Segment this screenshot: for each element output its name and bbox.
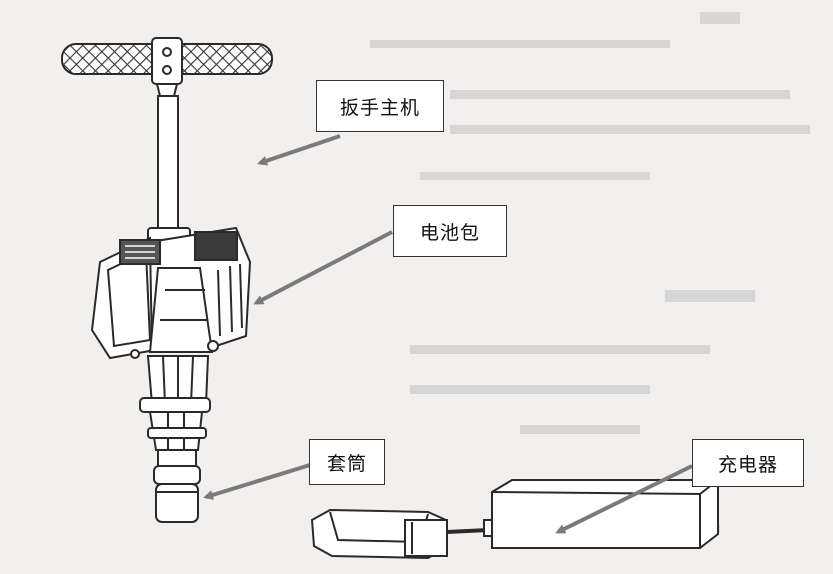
arrow-socket [203,463,311,500]
socket-label: 套筒 [309,439,385,485]
wrench-host-label: 扳手主机 [316,80,444,132]
arrow-battery-pack [253,230,393,305]
battery-pack-label: 电池包 [393,205,507,257]
charger-label: 充电器 [692,439,804,487]
callout-arrows [203,134,693,534]
charger-drawing [310,479,719,560]
wrench-host-drawing [61,37,273,523]
battery-pack-label-text: 电池包 [419,221,480,244]
charger-label-text: 充电器 [717,453,778,476]
arrow-charger [555,464,693,534]
arrow-wrench-host [257,134,341,166]
wrench-host-label-text: 扳手主机 [339,96,420,119]
socket-label-text: 套筒 [326,452,367,475]
